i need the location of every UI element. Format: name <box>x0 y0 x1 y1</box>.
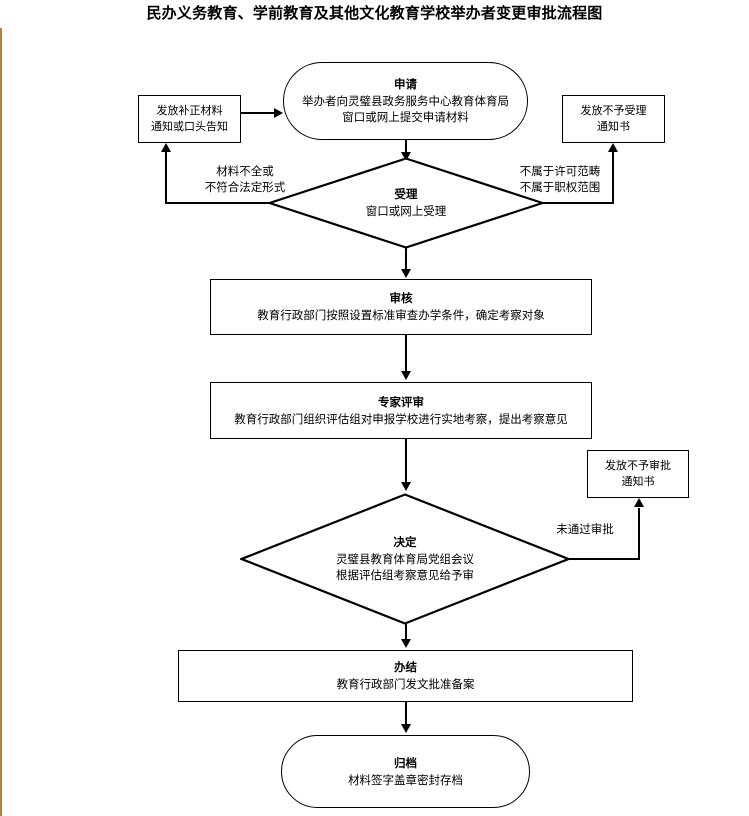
edge-expert-to-decision-arrowhead <box>401 482 411 491</box>
edge-accept-to-supplement-horizontal <box>165 202 270 204</box>
node-decision-line-2: 根据评估组考察意见给予审 <box>336 568 474 583</box>
node-archive-title: 归档 <box>394 755 417 770</box>
node-decision-text: 决定 灵璧县教育体育局党组会议 根据评估组考察意见给予审 <box>240 493 570 625</box>
edge-label-out-of-scope-line-1: 不属于许可范畴 <box>519 164 601 178</box>
edge-decision-to-complete-arrowhead <box>401 639 411 648</box>
node-archive[interactable]: 归档 材料签字盖章密封存档 <box>281 735 530 808</box>
node-accept-text: 受理 窗口或网上受理 <box>268 157 544 249</box>
edge-decision-to-complete-line <box>405 624 407 641</box>
node-apply-title: 申请 <box>394 76 417 91</box>
node-expert-review-title: 专家评审 <box>378 394 424 409</box>
edge-expert-to-decision-line <box>405 439 407 482</box>
edge-accept-to-reject-arrowhead <box>608 143 618 152</box>
edge-accept-to-review-arrowhead <box>401 269 411 278</box>
edge-accept-to-review-line <box>405 248 407 269</box>
node-review-line-1: 教育行政部门按照设置标准审查办学条件，确定考察对象 <box>257 308 545 322</box>
node-reject-acceptance-notice[interactable]: 发放不予受理 通知书 <box>562 95 665 143</box>
node-accept-decision[interactable]: 受理 窗口或网上受理 <box>268 157 544 249</box>
edge-complete-to-archive-arrowhead <box>401 724 411 733</box>
edge-label-not-approved-text: 未通过审批 <box>556 522 614 536</box>
edge-label-incomplete-material: 材料不全或 不符合法定形式 <box>190 163 300 195</box>
node-decision-title: 决定 <box>393 534 417 549</box>
diamond-shape-decision <box>240 493 570 625</box>
node-decision-line-1: 灵璧县教育体育局党组会议 <box>336 551 474 566</box>
node-reject-approval-line-2: 通知书 <box>621 475 655 488</box>
node-accept-line-1: 窗口或网上受理 <box>365 204 447 218</box>
edge-supplement-to-apply-line <box>241 112 277 114</box>
node-archive-line-1: 材料签字盖章密封存档 <box>348 772 463 787</box>
edge-decision-to-reject-vertical <box>638 508 640 560</box>
node-supplement-line-2: 通知或口头告知 <box>151 120 228 133</box>
edge-accept-to-supplement-arrowhead <box>161 143 171 152</box>
edge-apply-to-accept-line <box>405 140 407 160</box>
node-complete[interactable]: 办结 教育行政部门发文批准备案 <box>178 650 633 702</box>
edge-decision-to-reject-horizontal <box>568 558 640 560</box>
edge-label-out-of-scope: 不属于许可范畴 不属于职权范围 <box>505 163 615 195</box>
edge-label-incomplete-material-line-2: 不符合法定形式 <box>204 180 286 195</box>
node-reject-acceptance-line-1: 发放不予受理 <box>580 104 647 118</box>
node-expert-review-line-1: 教育行政部门组织评估组对申报学校进行实地考察，提出考察意见 <box>234 411 568 426</box>
node-reject-approval-notice[interactable]: 发放不予审批 通知书 <box>587 450 689 498</box>
edge-label-not-approved: 未通过审批 <box>537 521 633 537</box>
node-apply[interactable]: 申请 举办者向灵璧县政务服务中心教育体育局 窗口或网上提交申请材料 <box>283 62 528 140</box>
left-margin-rule <box>0 28 2 816</box>
edge-supplement-to-apply-arrowhead <box>274 108 283 118</box>
node-apply-line-1: 举办者向灵璧县政务服务中心教育体育局 <box>302 93 509 108</box>
node-expert-review[interactable]: 专家评审 教育行政部门组织评估组对申报学校进行实地考察，提出考察意见 <box>210 382 592 439</box>
edge-accept-to-supplement-vertical <box>165 152 167 204</box>
node-complete-line-1: 教育行政部门发文批准备案 <box>336 677 475 691</box>
node-decision[interactable]: 决定 灵璧县教育体育局党组会议 根据评估组考察意见给予审 <box>240 493 570 625</box>
edge-apply-to-accept-arrowhead <box>401 152 411 161</box>
edge-review-to-expert-line <box>405 335 407 371</box>
edge-label-incomplete-material-line-1: 材料不全或 <box>216 164 274 178</box>
node-apply-line-2: 窗口或网上提交申请材料 <box>342 110 469 125</box>
edge-label-out-of-scope-line-2: 不属于职权范围 <box>519 180 601 195</box>
node-supplement-notice[interactable]: 发放补正材料 通知或口头告知 <box>138 95 241 143</box>
edge-accept-to-reject-vertical <box>612 152 614 204</box>
node-review[interactable]: 审核 教育行政部门按照设置标准审查办学条件，确定考察对象 <box>210 279 592 335</box>
node-complete-title: 办结 <box>394 660 417 675</box>
edge-decision-to-reject-arrowhead <box>634 498 644 507</box>
node-review-title: 审核 <box>389 291 413 306</box>
node-supplement-line-1: 发放补正材料 <box>156 104 223 118</box>
diamond-shape-accept <box>268 157 544 249</box>
page-title: 民办义务教育、学前教育及其他文化教育学校举办者变更审批流程图 <box>146 4 603 22</box>
edge-review-to-expert-arrowhead <box>401 371 411 380</box>
node-reject-acceptance-line-2: 通知书 <box>597 120 630 133</box>
edge-complete-to-archive-line <box>405 702 407 725</box>
node-accept-title: 受理 <box>394 187 418 202</box>
edge-accept-to-reject-horizontal <box>542 202 614 204</box>
node-reject-approval-line-1: 发放不予审批 <box>605 459 671 473</box>
